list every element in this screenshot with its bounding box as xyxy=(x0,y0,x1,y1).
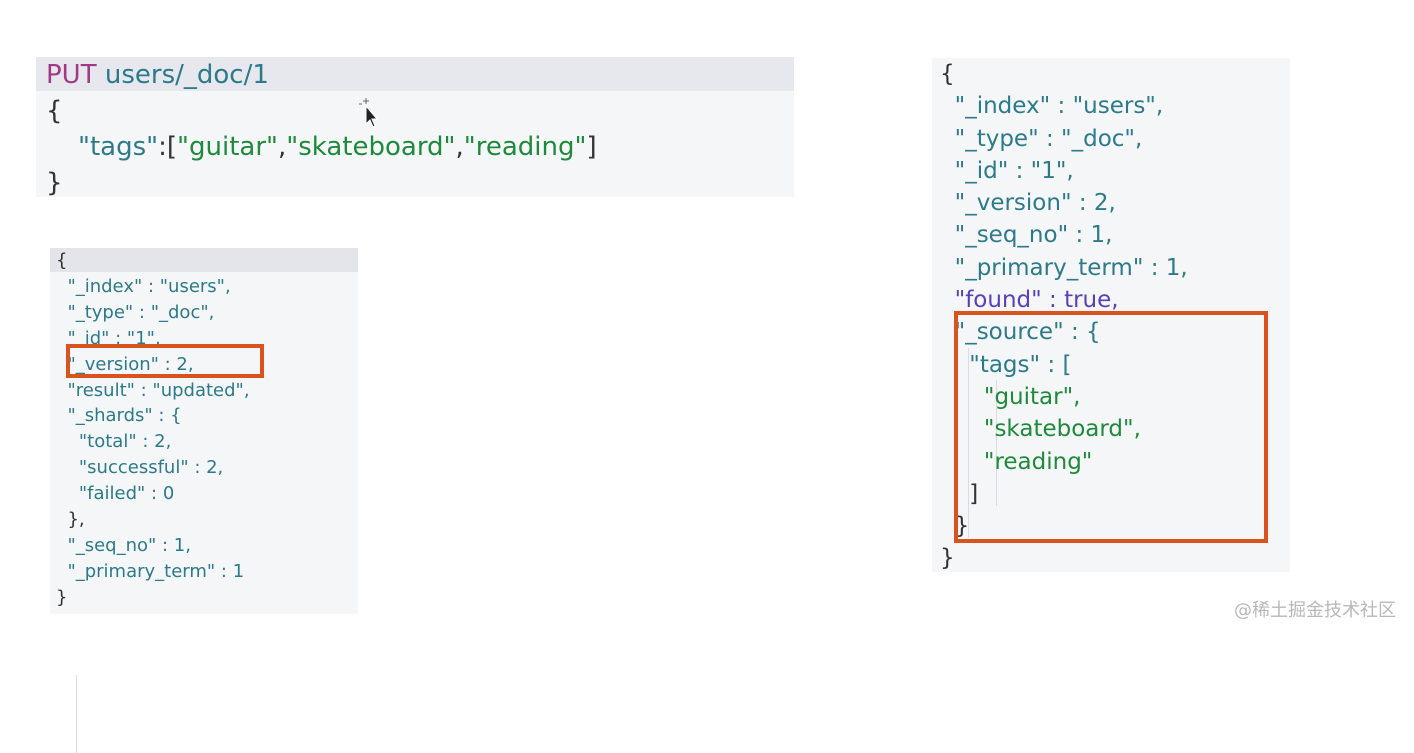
json-line: "_type" : "_doc", xyxy=(940,125,1143,152)
json-line: { xyxy=(940,61,955,87)
json-line: "_index" : "users", xyxy=(56,275,231,297)
json-line: "_id" : "1", xyxy=(940,157,1074,184)
json-line: "_primary_term" : 1, xyxy=(940,254,1188,281)
json-line: "skateboard", xyxy=(940,416,1141,443)
mouse-pointer-icon xyxy=(359,98,378,128)
indent-guide xyxy=(968,348,969,538)
json-line: "guitar", xyxy=(940,383,1081,410)
json-line-version: "_version" : 2, xyxy=(56,353,194,375)
source-highlight-box xyxy=(954,311,1268,543)
json-line-found: "found" : true, xyxy=(940,287,1119,314)
tag-value: "reading" xyxy=(463,132,587,162)
get-response-panel: { "_index" : "users", "_type" : "_doc", … xyxy=(932,58,1290,572)
json-line: "_type" : "_doc", xyxy=(56,301,215,323)
json-line: "_index" : "users", xyxy=(940,93,1164,120)
request-editor[interactable]: PUT users/_doc/1 { "tags":["guitar","ska… xyxy=(36,57,794,198)
watermark: @稀土掘金技术社区 xyxy=(1234,600,1396,621)
request-body-close: } xyxy=(46,168,63,198)
request-body-tags: "tags":["guitar","skateboard","reading"] xyxy=(78,132,597,162)
json-line: }, xyxy=(56,509,85,531)
response-first-line-highlight xyxy=(50,248,358,272)
indent-guide xyxy=(76,675,77,753)
tag-value: "skateboard" xyxy=(286,132,456,162)
json-line-source: "_source" : { xyxy=(940,319,1101,346)
request-line-highlight xyxy=(36,57,794,91)
version-highlight-box xyxy=(66,344,264,378)
json-line: "_id" : "1", xyxy=(56,327,161,349)
json-line: "_seq_no" : 1, xyxy=(56,534,191,556)
tag-value: "guitar" xyxy=(177,132,278,162)
json-line: "successful" : 2, xyxy=(56,457,224,479)
http-method: PUT xyxy=(46,60,97,90)
tags-key: "tags" xyxy=(78,132,159,162)
json-line: { xyxy=(56,250,68,271)
json-line: "_seq_no" : 1, xyxy=(940,222,1113,249)
json-line: "tags" : [ xyxy=(940,351,1072,378)
json-line: "failed" : 0 xyxy=(56,483,175,505)
json-line: "total" : 2, xyxy=(56,431,172,453)
json-line: "reading" xyxy=(940,448,1093,475)
update-response-panel: { "_index" : "users", "_type" : "_doc", … xyxy=(50,248,358,753)
get-response-json: { "_index" : "users", "_type" : "_doc", … xyxy=(940,58,1188,575)
request-body-open: { xyxy=(46,96,63,126)
json-line: "result" : "updated", xyxy=(56,379,250,401)
json-line: "_primary_term" : 1 xyxy=(56,560,245,582)
indent-guide xyxy=(996,380,997,506)
json-line: } xyxy=(940,545,955,572)
request-line: PUT users/_doc/1 xyxy=(46,57,269,93)
json-line: "_shards" : { xyxy=(56,405,182,427)
json-line: ] xyxy=(940,480,979,507)
update-response-json: { "_index" : "users", "_type" : "_doc", … xyxy=(56,248,250,611)
json-line: } xyxy=(56,586,68,608)
request-path: users/_doc/1 xyxy=(104,60,269,90)
json-line: "_version" : 2, xyxy=(940,190,1116,217)
json-line: } xyxy=(940,513,970,540)
